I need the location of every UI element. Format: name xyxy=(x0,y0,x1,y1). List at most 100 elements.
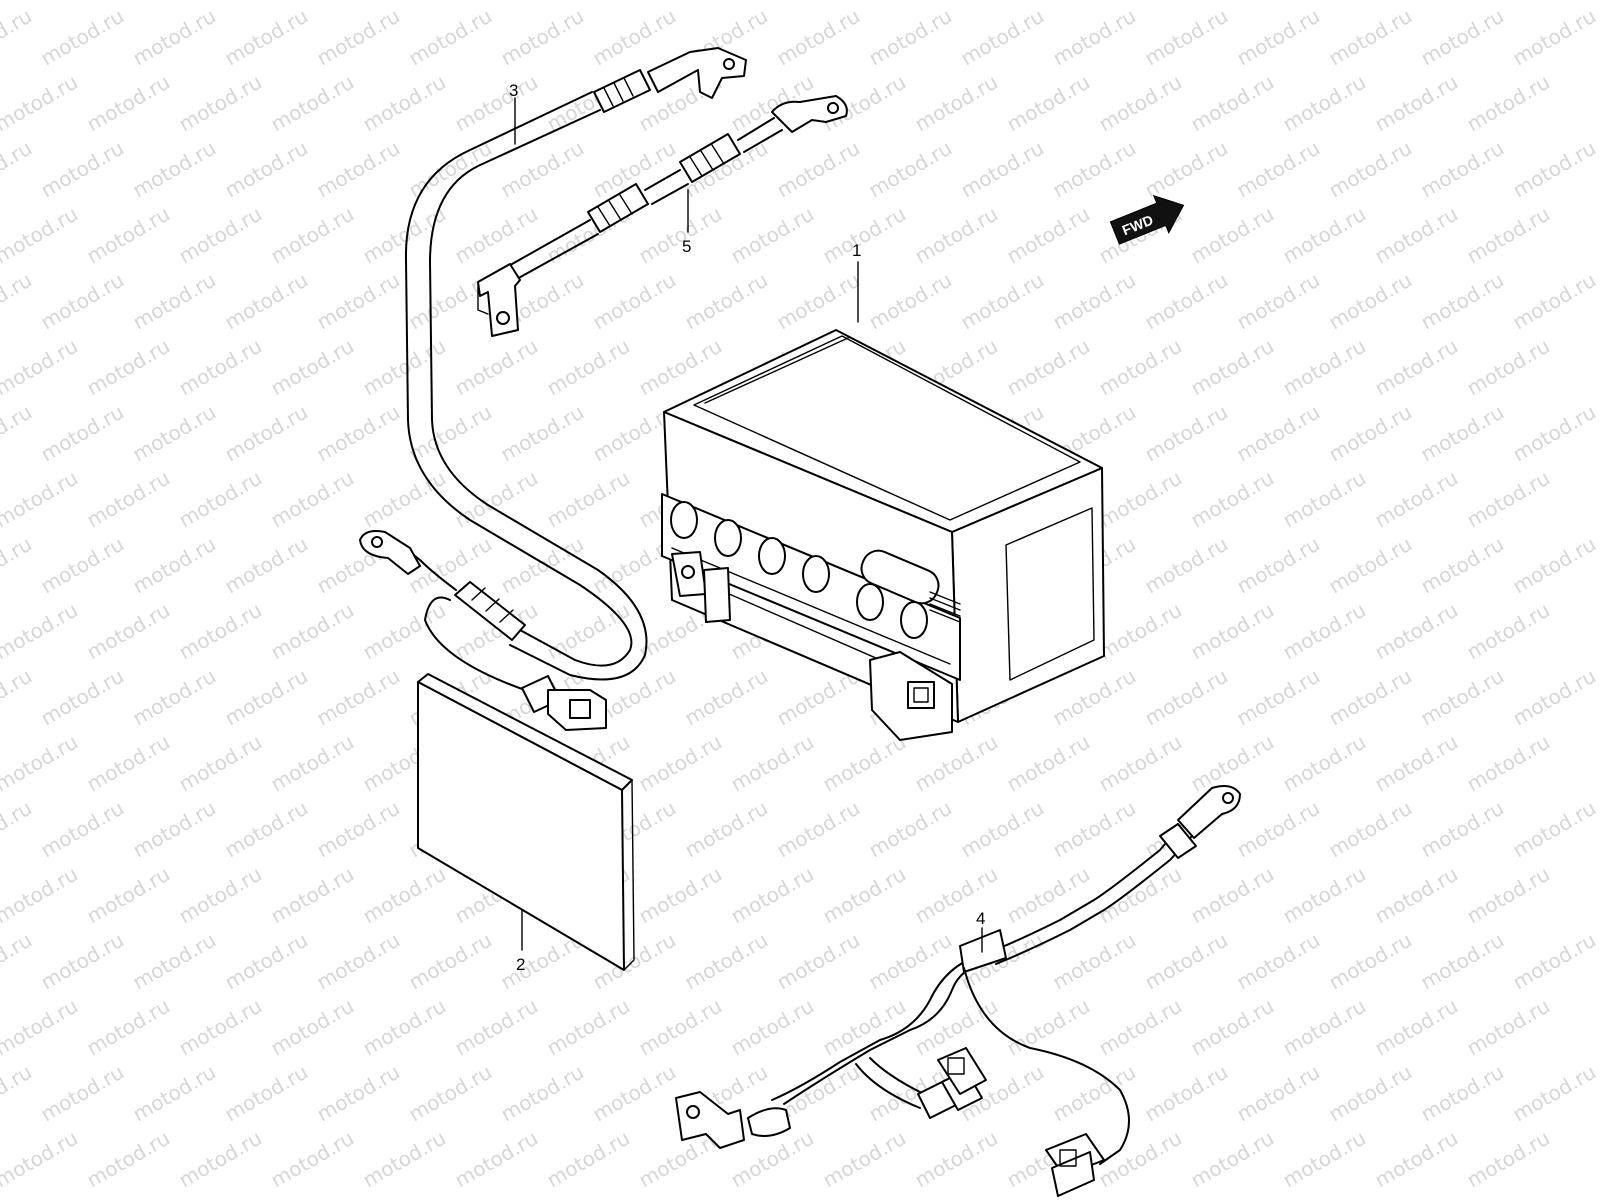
watermark-text: motod.ru xyxy=(1417,664,1508,731)
watermark-text: motod.ru xyxy=(83,598,174,665)
battery-pad xyxy=(417,673,635,971)
watermark-text: motod.ru xyxy=(0,400,36,467)
watermark-text: motod.ru xyxy=(313,400,404,467)
callout-4: 4 xyxy=(976,909,985,928)
watermark-text: motod.ru xyxy=(1325,1060,1416,1127)
watermark-text: motod.ru xyxy=(1233,1060,1324,1127)
watermark-text: motod.ru xyxy=(1279,334,1370,401)
watermark-text: motod.ru xyxy=(1463,862,1554,929)
watermark-text: motod.ru xyxy=(1141,928,1232,995)
watermark-text: motod.ru xyxy=(1463,70,1554,137)
watermark-text: motod.ru xyxy=(83,202,174,269)
watermark-text: motod.ru xyxy=(405,928,496,995)
watermark-text: motod.ru xyxy=(1233,928,1324,995)
watermark-text: motod.ru xyxy=(1463,466,1554,533)
watermark-text: motod.ru xyxy=(405,400,496,467)
watermark-text: motod.ru xyxy=(1417,268,1508,335)
bracket-terminal xyxy=(477,263,521,337)
watermark-text: motod.ru xyxy=(313,664,404,731)
watermark-text: motod.ru xyxy=(1233,268,1324,335)
watermark-text: motod.ru xyxy=(1233,4,1324,71)
watermark-text: motod.ru xyxy=(819,994,910,1061)
watermark-text: motod.ru xyxy=(1141,532,1232,599)
watermark-text: motod.ru xyxy=(267,202,358,269)
watermark-text: motod.ru xyxy=(635,202,726,269)
watermark-text: motod.ru xyxy=(1325,268,1416,335)
watermark-text: motod.ru xyxy=(359,598,450,665)
watermark-text: motod.ru xyxy=(405,268,496,335)
watermark-text: motod.ru xyxy=(1187,70,1278,137)
watermark-text: motod.ru xyxy=(911,1126,1002,1193)
watermark-text: motod.ru xyxy=(819,862,910,929)
watermark-text: motod.ru xyxy=(1463,994,1554,1061)
watermark-text: motod.ru xyxy=(1279,202,1370,269)
watermark-text: motod.ru xyxy=(1049,136,1140,203)
watermark-text: motod.ru xyxy=(1049,928,1140,995)
watermark-text: motod.ru xyxy=(1141,4,1232,71)
watermark-text: motod.ru xyxy=(1095,862,1186,929)
watermark-text: motod.ru xyxy=(1509,1060,1600,1127)
watermark-text: motod.ru xyxy=(1049,796,1140,863)
cable-sleeve-lower xyxy=(454,581,526,641)
watermark-text: motod.ru xyxy=(405,1060,496,1127)
watermark-text: motod.ru xyxy=(1187,202,1278,269)
watermark-text: motod.ru xyxy=(221,928,312,995)
watermark-text: motod.ru xyxy=(1279,862,1370,929)
callout-3: 3 xyxy=(509,81,518,100)
watermark-text: motod.ru xyxy=(129,928,220,995)
watermark-text: motod.ru xyxy=(819,202,910,269)
watermark-text: motod.ru xyxy=(1233,136,1324,203)
watermark-text: motod.ru xyxy=(1325,664,1416,731)
watermark-text: motod.ru xyxy=(0,796,36,863)
watermark-text: motod.ru xyxy=(313,268,404,335)
watermark-text: motod.ru xyxy=(451,334,542,401)
watermark-text: motod.ru xyxy=(1187,598,1278,665)
watermark-text: motod.ru xyxy=(1049,268,1140,335)
watermark-text: motod.ru xyxy=(957,796,1048,863)
watermark-text: motod.ru xyxy=(1187,730,1278,797)
watermark-text: motod.ru xyxy=(83,994,174,1061)
watermark-text: motod.ru xyxy=(773,796,864,863)
watermark-text: motod.ru xyxy=(1509,664,1600,731)
watermark-text: motod.ru xyxy=(221,400,312,467)
watermark-text: motod.ru xyxy=(221,796,312,863)
watermark-text: motod.ru xyxy=(1417,4,1508,71)
watermark-text: motod.ru xyxy=(1003,862,1094,929)
watermark-text: motod.ru xyxy=(129,268,220,335)
watermark-text: motod.ru xyxy=(451,70,542,137)
watermark-text: motod.ru xyxy=(911,730,1002,797)
watermark-text: motod.ru xyxy=(865,4,956,71)
watermark-text: motod.ru xyxy=(313,928,404,995)
watermark-text: motod.ru xyxy=(267,994,358,1061)
watermark-text: motod.ru xyxy=(497,400,588,467)
watermark-text: motod.ru xyxy=(1371,202,1462,269)
watermark-text: motod.ru xyxy=(1279,1126,1370,1193)
watermark-text: motod.ru xyxy=(1325,796,1416,863)
watermark-text: motod.ru xyxy=(37,664,128,731)
watermark-text: motod.ru xyxy=(359,862,450,929)
watermark-text: motod.ru xyxy=(1233,796,1324,863)
watermark-text: motod.ru xyxy=(1325,136,1416,203)
watermark-text: motod.ru xyxy=(267,862,358,929)
watermark-text: motod.ru xyxy=(1187,994,1278,1061)
watermark-text: motod.ru xyxy=(83,730,174,797)
watermark-text: motod.ru xyxy=(1509,928,1600,995)
watermark-text: motod.ru xyxy=(175,466,266,533)
watermark-text: motod.ru xyxy=(681,664,772,731)
watermark-text: motod.ru xyxy=(405,4,496,71)
watermark-text: motod.ru xyxy=(37,400,128,467)
watermark-text: motod.ru xyxy=(267,334,358,401)
watermark-text: motod.ru xyxy=(1187,334,1278,401)
watermark-text: motod.ru xyxy=(83,334,174,401)
watermark-text: motod.ru xyxy=(175,598,266,665)
watermark-text: motod.ru xyxy=(221,4,312,71)
watermark-text: motod.ru xyxy=(1187,1126,1278,1193)
watermark-text: motod.ru xyxy=(129,4,220,71)
ring-terminal xyxy=(771,95,848,133)
positive-cable xyxy=(359,47,747,731)
watermark-text: motod.ru xyxy=(543,466,634,533)
watermark-text: motod.ru xyxy=(1187,466,1278,533)
watermark-text: motod.ru xyxy=(1509,136,1600,203)
watermark-text: motod.ru xyxy=(37,928,128,995)
